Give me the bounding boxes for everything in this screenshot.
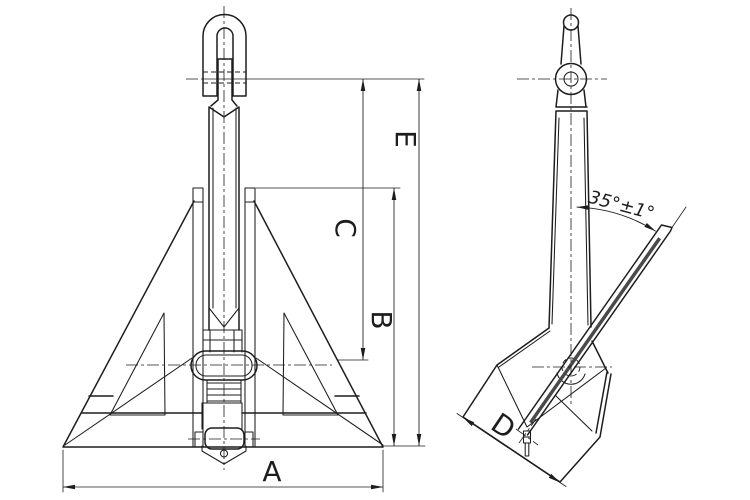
fluke-angle-arc: [576, 205, 657, 232]
side-fluke-tip-extension: [671, 206, 687, 228]
dimension-b: B: [365, 188, 398, 446]
dimension-d-overshoot: [456, 413, 567, 487]
side-centerlines: [515, 8, 612, 446]
side-view: [462, 8, 687, 483]
dimensions: A C B E D 35°±1°: [62, 78, 657, 493]
side-crown: [462, 327, 612, 483]
dimension-d-line: [462, 417, 561, 483]
front-shackle: [202, 13, 247, 107]
front-centerlines: [126, 6, 332, 470]
extension-lines: [62, 78, 426, 493]
dimension-a: A: [63, 455, 383, 490]
side-fluke-blade-stripe: [529, 237, 662, 424]
fluke-angle-label: 35°±1°: [586, 187, 657, 225]
dimension-a-label: A: [262, 455, 281, 488]
front-cutouts: [109, 312, 339, 416]
dimension-d-label: D: [485, 406, 521, 445]
front-view: [62, 6, 384, 470]
side-shank-inner: [551, 117, 589, 326]
side-crown-boss-arc: [556, 372, 586, 385]
dimension-e-label: E: [389, 130, 422, 148]
front-shackle-hidden-pin: [203, 71, 246, 84]
side-crown-inner: [496, 330, 607, 432]
dimension-e: E: [389, 79, 422, 446]
side-shackle-lug: [560, 25, 582, 65]
side-shank: [548, 89, 592, 329]
front-fluke-outline: [62, 200, 384, 448]
dimension-c-label: C: [329, 218, 362, 238]
front-side-plates: [192, 187, 256, 448]
dimension-c: C: [329, 79, 366, 360]
front-fold-lines: [64, 357, 384, 446]
dimension-b-label: B: [365, 310, 398, 329]
front-bottom-pin: [204, 427, 245, 450]
front-crown-pin-inner: [195, 354, 253, 377]
